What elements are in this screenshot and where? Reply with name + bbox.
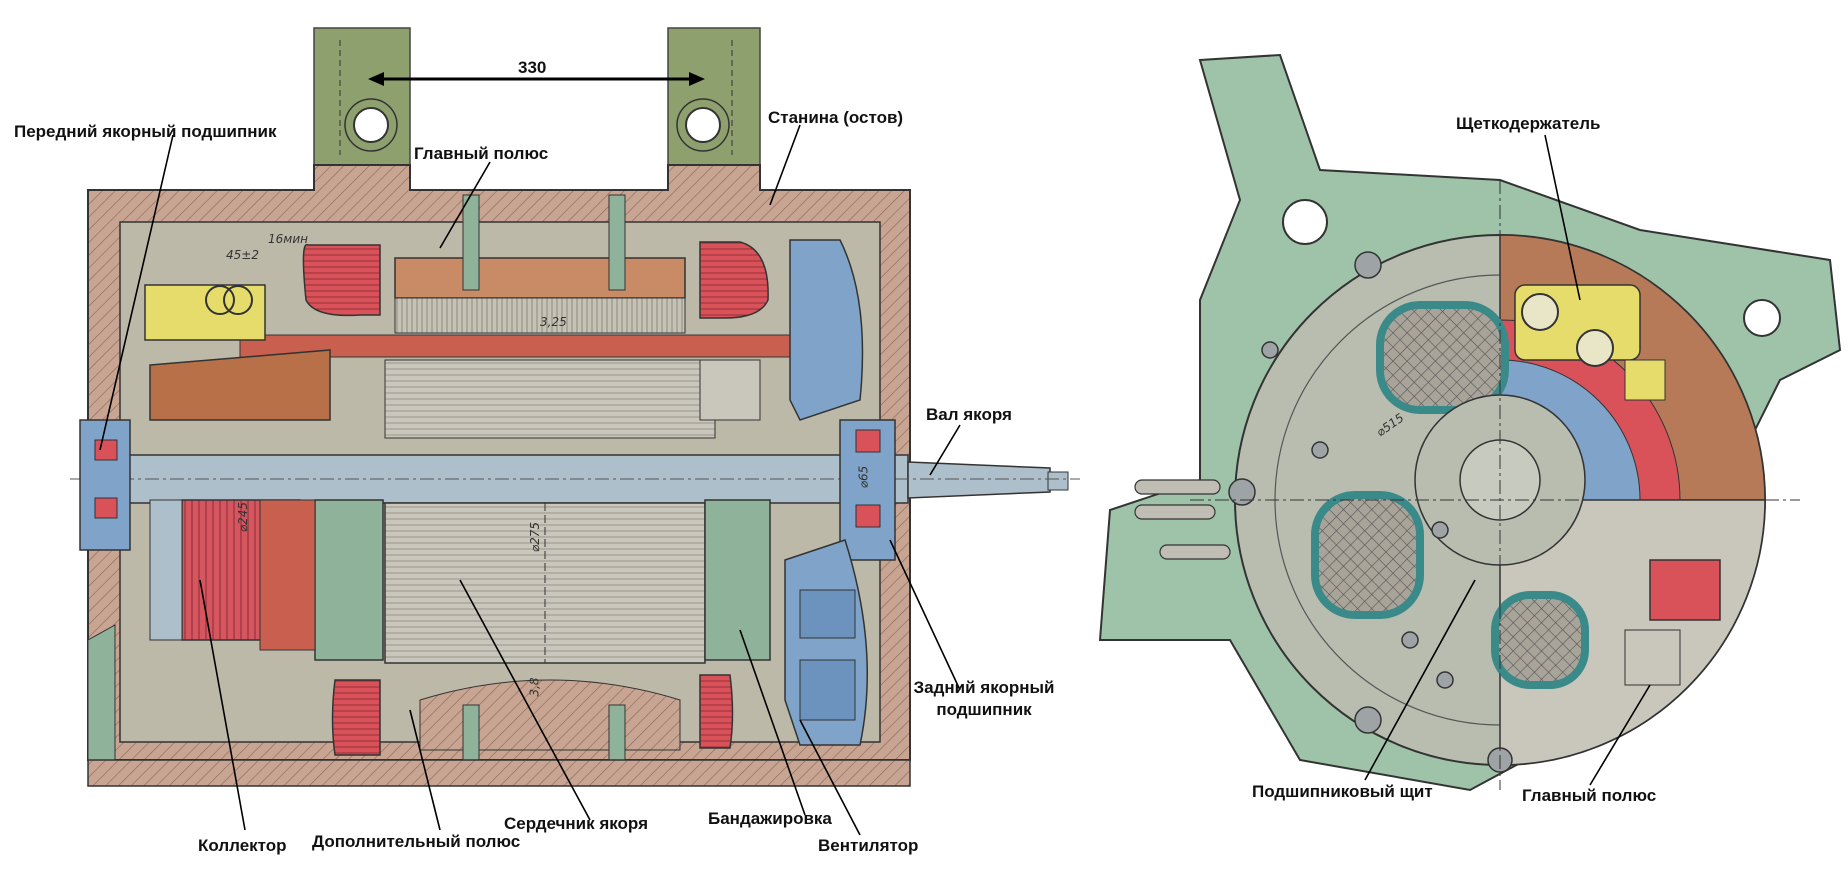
dim-d65: ⌀65 — [856, 465, 871, 489]
end-view — [1098, 53, 1842, 792]
label-fan: Вентилятор — [818, 836, 919, 855]
leader-lines — [99, 124, 1651, 836]
label-rear-bearing-line1: Задний якорный — [913, 678, 1055, 697]
label-collector: Коллектор — [198, 836, 287, 855]
dim-45: 45±2 — [226, 248, 259, 262]
label-shaft: Вал якоря — [926, 405, 1012, 424]
label-brush-holder: Щеткодержатель — [1456, 114, 1601, 133]
rear-bearing — [839, 419, 896, 561]
label-aux-pole: Дополнительный полюс — [312, 832, 521, 851]
dimension-330-label: 330 — [518, 58, 547, 77]
dimension-330 — [368, 72, 705, 86]
dim-3-25: 3,25 — [540, 315, 567, 329]
label-frame: Станина (остов) — [768, 108, 904, 127]
longitudinal-section — [70, 27, 1080, 787]
armature-core — [384, 502, 706, 664]
fan — [784, 239, 868, 746]
dim-d275: ⌀275 — [528, 521, 543, 553]
shaft — [70, 454, 1080, 504]
label-bearing-shield: Подшипниковый щит — [1252, 782, 1433, 801]
label-main-pole-left: Главный полюс — [414, 144, 549, 163]
dim-16: 16мин — [268, 232, 308, 246]
label-rear-bearing-line2: подшипник — [936, 700, 1032, 719]
label-main-pole-right: Главный полюс — [1522, 786, 1657, 805]
label-front-bearing: Передний якорный подшипник — [14, 122, 277, 141]
front-bearing — [79, 419, 131, 551]
label-armature-core: Сердечник якоря — [504, 814, 649, 833]
mounting-lugs — [313, 27, 761, 166]
label-banding: Бандажировка — [708, 809, 832, 828]
dim-d245: ⌀245 — [236, 501, 251, 533]
dim-3-8: 3,8 — [527, 677, 542, 697]
